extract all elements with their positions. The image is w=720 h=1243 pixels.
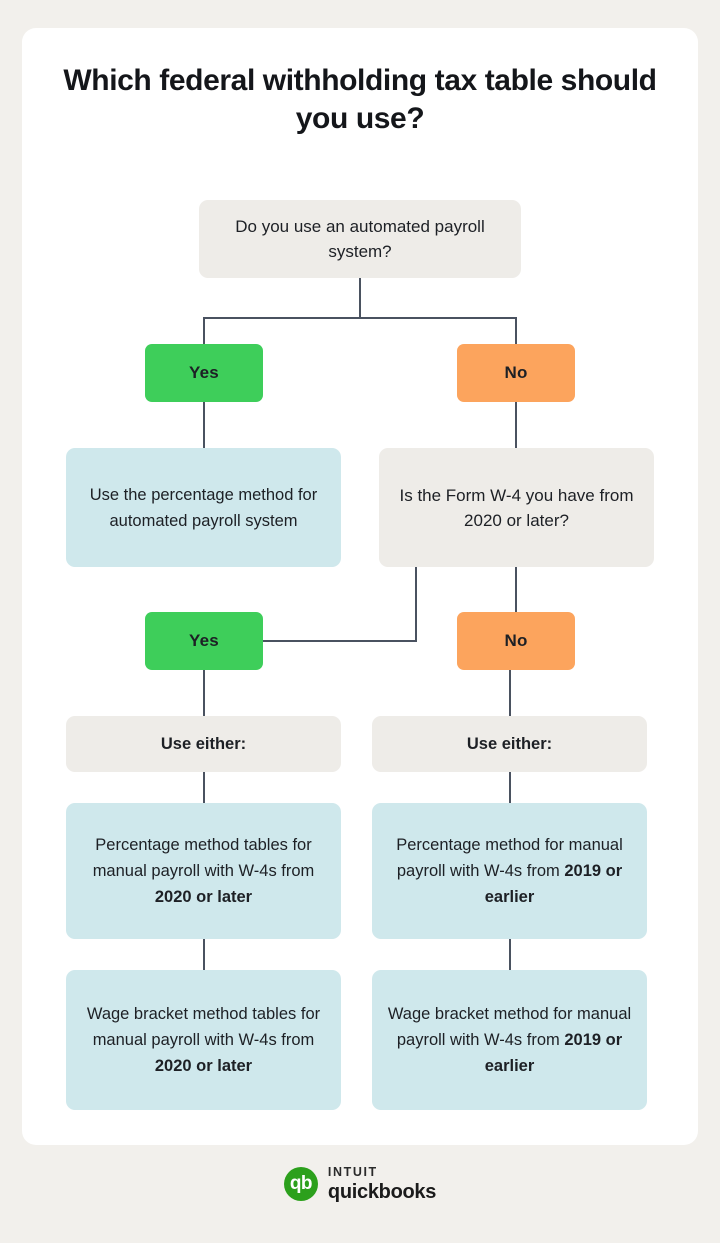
node-text: Percentage method for manual payroll wit…: [372, 832, 647, 910]
badge-label: No: [504, 363, 528, 382]
node-result-percentage-automated[interactable]: Use the percentage method for automated …: [66, 448, 341, 567]
brand-wordmark: INTUIT quickbooks: [328, 1166, 436, 1202]
node-text-emphasis: 2019 or earlier: [484, 1031, 623, 1075]
node-text: Use either:: [160, 734, 247, 753]
node-question-form-w4-year[interactable]: Is the Form W-4 you have from 2020 or la…: [379, 448, 654, 567]
quickbooks-logo-icon: qb: [283, 1166, 318, 1201]
node-text: Is the Form W-4 you have from 2020 or la…: [399, 485, 634, 530]
badge-no-automated-payroll[interactable]: No: [457, 344, 575, 402]
intuit-label: INTUIT: [327, 1165, 378, 1179]
brand-footer: qb INTUIT quickbooks: [0, 1166, 720, 1202]
node-text: Wage bracket method tables for manual pa…: [66, 1001, 341, 1079]
node-text-regular: Percentage method tables for manual payr…: [92, 836, 315, 880]
edge-q2-yes2: [262, 566, 417, 642]
badge-label: Yes: [189, 363, 219, 382]
badge-label: Yes: [189, 631, 219, 650]
node-use-either-right[interactable]: Use either:: [372, 716, 647, 772]
node-result-percentage-manual-2019[interactable]: Percentage method for manual payroll wit…: [372, 803, 647, 939]
node-text: Use either:: [466, 734, 553, 753]
node-text: Do you use an automated payroll system?: [235, 217, 485, 261]
badge-label: No: [504, 631, 528, 650]
node-text: Use the percentage method for automated …: [89, 485, 318, 530]
node-text-regular: Wage bracket method for manual payroll w…: [387, 1005, 632, 1049]
node-text: Percentage method tables for manual payr…: [66, 832, 341, 910]
node-result-percentage-manual-2020[interactable]: Percentage method tables for manual payr…: [66, 803, 341, 939]
badge-yes-automated-payroll[interactable]: Yes: [145, 344, 263, 402]
logo-monogram: qb: [289, 1173, 313, 1195]
node-text: Wage bracket method for manual payroll w…: [372, 1001, 647, 1079]
node-text-regular: Percentage method for manual payroll wit…: [396, 836, 623, 880]
node-result-wage-bracket-manual-2019[interactable]: Wage bracket method for manual payroll w…: [372, 970, 647, 1110]
badge-no-w4-2020-or-later[interactable]: No: [457, 612, 575, 670]
page-title: Which federal withholding tax table shou…: [63, 64, 657, 135]
badge-yes-w4-2020-or-later[interactable]: Yes: [145, 612, 263, 670]
node-text-emphasis: 2020 or later: [154, 1057, 253, 1075]
node-text-emphasis: 2020 or later: [154, 888, 253, 906]
node-text-emphasis: 2019 or earlier: [484, 862, 623, 906]
node-question-automated-payroll[interactable]: Do you use an automated payroll system?: [199, 200, 521, 278]
node-use-either-left[interactable]: Use either:: [66, 716, 341, 772]
node-result-wage-bracket-manual-2020[interactable]: Wage bracket method tables for manual pa…: [66, 970, 341, 1110]
node-text-regular: Wage bracket method tables for manual pa…: [86, 1005, 321, 1049]
quickbooks-label: quickbooks: [327, 1180, 437, 1203]
